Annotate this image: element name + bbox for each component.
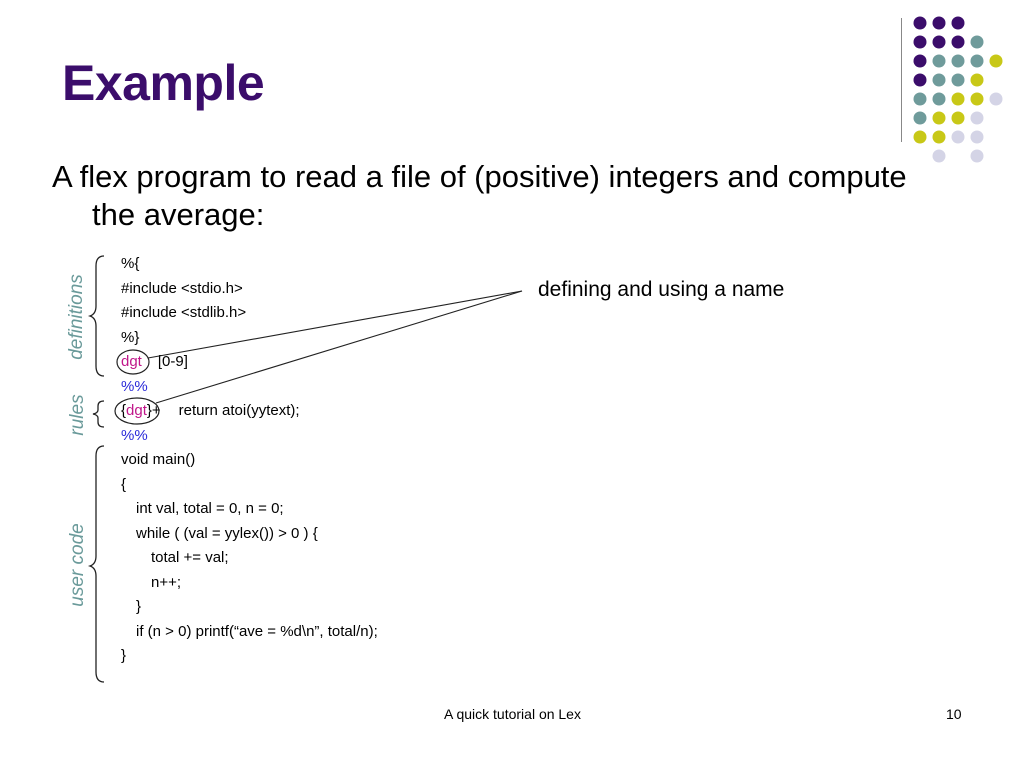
code-line-5: dgt [0-9] — [121, 350, 378, 375]
code-line-6-separator: %% — [121, 377, 148, 395]
name-definition-dgt: dgt — [121, 353, 142, 370]
slide-title: Example — [62, 55, 265, 111]
code-listing: %{ #include <stdio.h> #include <stdlib.h… — [121, 252, 378, 669]
brace-rules — [92, 400, 105, 428]
dot-row-4 — [913, 73, 984, 87]
dot-row-2 — [913, 35, 984, 49]
code-line-13: total += val; — [151, 549, 229, 566]
dot-row-7 — [913, 130, 984, 144]
side-label-definitions: definitions — [66, 274, 87, 360]
code-line-9: void main() — [121, 451, 196, 468]
code-line-17: } — [121, 647, 127, 664]
dot-row-5 — [913, 92, 1003, 106]
dot-row-6 — [913, 111, 984, 125]
lead-text: A flex program to read a file of (positi… — [52, 159, 907, 232]
code-line-11: int val, total = 0, n = 0; — [136, 500, 284, 517]
code-line-1: %{ — [121, 255, 140, 272]
code-line-10: { — [121, 475, 127, 493]
code-line-16: if (n > 0) printf(“ave = %d\n”, total/n)… — [136, 622, 378, 640]
code-line-3: #include <stdlib.h> — [121, 304, 247, 321]
side-label-rules: rules — [67, 394, 88, 436]
code-line-8-separator: %% — [121, 426, 148, 444]
side-label-user-code: user code — [67, 523, 88, 607]
dot-row-3 — [913, 54, 1003, 68]
title-divider-line — [901, 18, 902, 142]
code-line-12: while ( (val = yylex()) > 0 ) { — [136, 524, 318, 542]
code-line-4: %} — [121, 328, 140, 346]
annotation-text: defining and using a name — [538, 278, 785, 301]
code-line-15: } — [136, 598, 142, 615]
brace-definitions — [87, 255, 105, 377]
rule-brace-close: }+ — [146, 402, 161, 419]
code-line-7: {dgt}+return atoi(yytext); — [121, 399, 378, 424]
code-line-14: n++; — [151, 573, 182, 591]
dot-row-8 — [932, 149, 984, 163]
page-number: 10 — [946, 706, 962, 722]
code-line-2: #include <stdio.h> — [121, 279, 243, 297]
dot-row-1 — [913, 16, 965, 30]
name-definition-pattern: [0-9] — [157, 353, 188, 370]
name-use-dgt: dgt — [126, 402, 147, 419]
rule-action: return atoi(yytext); — [178, 402, 300, 419]
brace-user-code — [87, 445, 105, 683]
footer-title: A quick tutorial on Lex — [444, 706, 581, 722]
